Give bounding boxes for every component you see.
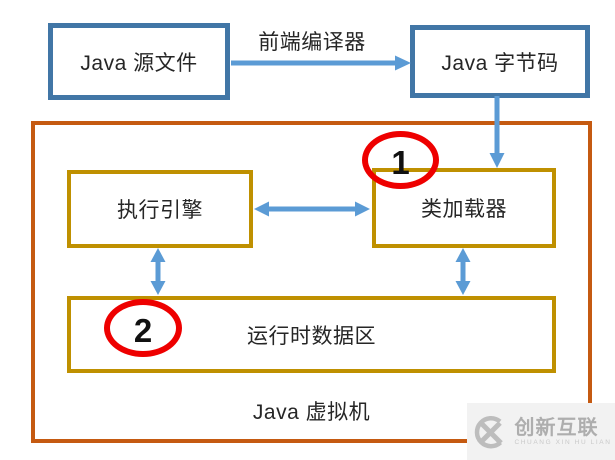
java-source-file-box: Java 源文件 — [48, 23, 230, 100]
java-bytecode-label: Java 字节码 — [441, 51, 559, 75]
execution-engine-label: 执行引擎 — [117, 199, 203, 222]
step-2-number: 2 — [133, 311, 153, 349]
execution-engine-box: 执行引擎 — [67, 170, 253, 248]
frontend-compiler-label: 前端编译器 — [258, 31, 366, 54]
step-1-marker: 1 — [362, 131, 439, 189]
java-bytecode-box: Java 字节码 — [410, 25, 590, 98]
java-source-file-label: Java 源文件 — [80, 51, 198, 75]
step-2-marker: 2 — [104, 299, 182, 357]
watermark: 创新互联 CHUANG XIN HU LIAN — [467, 403, 615, 460]
watermark-brand-subtitle: CHUANG XIN HU LIAN — [514, 438, 612, 446]
watermark-brand-name: 创新互联 — [514, 416, 599, 439]
step-1-number: 1 — [391, 143, 410, 181]
compile-arrow — [231, 55, 411, 71]
class-loader-box: 类加载器 — [372, 168, 556, 248]
jvm-container-box — [31, 121, 592, 443]
jvm-title-label: Java 虚拟机 — [252, 401, 371, 424]
class-loader-label: 类加载器 — [421, 198, 507, 221]
runtime-data-area-label: 运行时数据区 — [247, 324, 376, 348]
chuangxin-logo-icon — [475, 415, 504, 448]
